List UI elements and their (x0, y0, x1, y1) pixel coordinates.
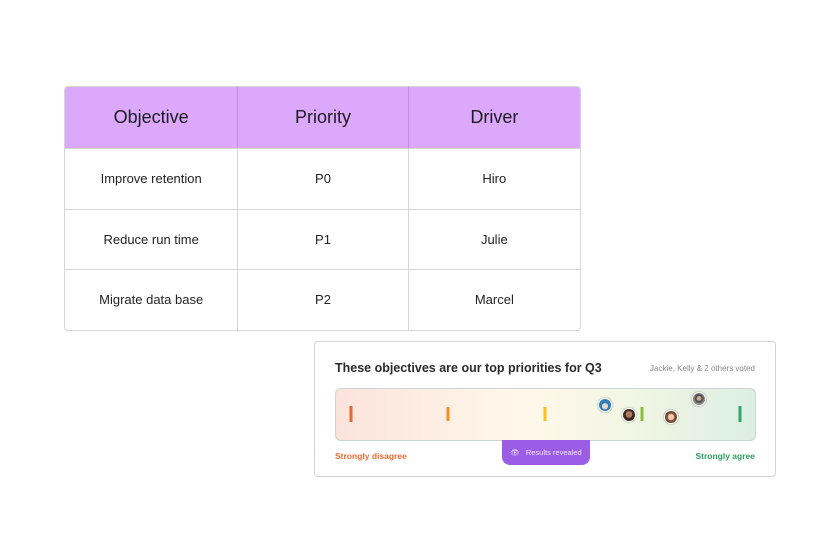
priority-cell[interactable]: P0 (237, 149, 407, 209)
header-priority[interactable]: Priority (237, 87, 407, 148)
objective-cell[interactable]: Migrate data base (99, 292, 204, 308)
objective-cell[interactable]: Improve retention (100, 171, 202, 187)
priority-cell[interactable]: P2 (237, 270, 407, 330)
driver-cell[interactable]: Hiro (407, 149, 580, 209)
voters-text: Jackie, Kelly & 2 others voted (650, 364, 755, 373)
eye-icon: 👁 (510, 448, 520, 457)
voter-avatar[interactable] (622, 408, 636, 422)
table-row: Migrate data base P2 Marcel (65, 269, 580, 330)
results-revealed-label: Results revealed (525, 448, 582, 457)
driver-cell[interactable]: Marcel (407, 270, 580, 330)
header-driver[interactable]: Driver (407, 87, 580, 148)
driver-cell[interactable]: Julie (407, 209, 580, 269)
strongly-agree-label: Strongly agree (695, 451, 755, 461)
header-objective[interactable]: Objective (113, 107, 189, 127)
voter-avatar[interactable] (598, 398, 612, 412)
priority-cell[interactable]: P1 (237, 209, 407, 269)
poll-title: These objectives are our top priorities … (335, 361, 602, 375)
results-revealed-button[interactable]: 👁 Results revealed (502, 440, 590, 465)
table-row: Improve retention P0 Hiro (65, 148, 580, 209)
strongly-disagree-label: Strongly disagree (335, 451, 407, 461)
objectives-table: Objective Priority Driver Improve retent… (64, 86, 581, 331)
table-row: Reduce run time P1 Julie (65, 208, 580, 269)
voter-avatar[interactable] (692, 392, 706, 406)
voter-avatar[interactable] (664, 410, 678, 424)
agreement-scale[interactable] (335, 388, 756, 441)
table-header: Objective Priority Driver (65, 87, 580, 148)
objective-cell[interactable]: Reduce run time (103, 231, 199, 247)
poll-card: These objectives are our top priorities … (314, 341, 776, 477)
